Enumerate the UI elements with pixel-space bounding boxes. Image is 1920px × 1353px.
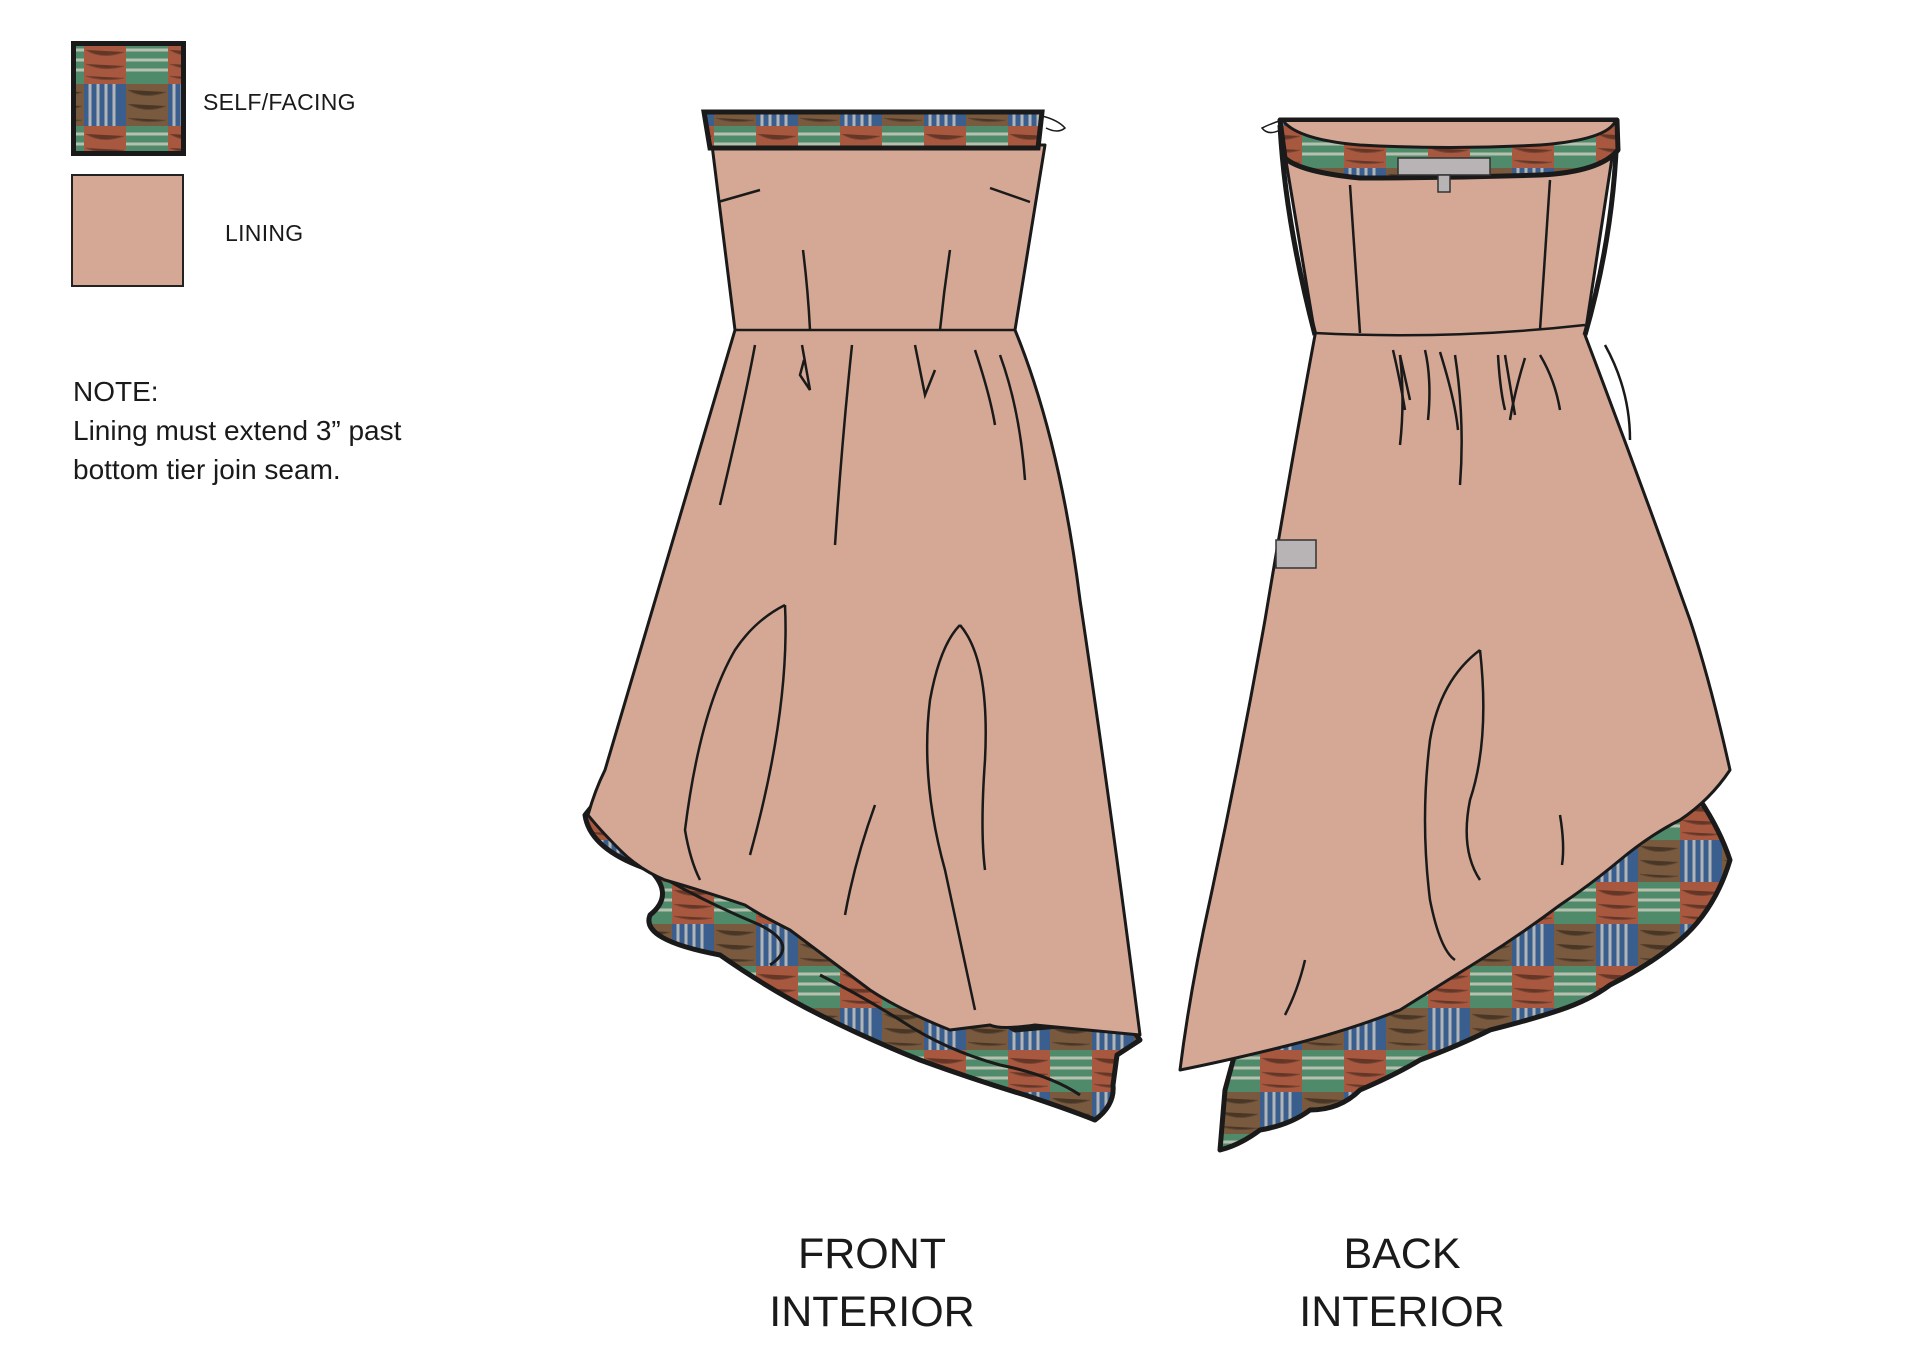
lining-label: LINING bbox=[225, 220, 304, 246]
side-seam-label bbox=[1275, 539, 1317, 569]
front-lining-body bbox=[586, 143, 1142, 1037]
front-label-line-1: FRONT bbox=[797, 1230, 947, 1278]
note-heading: NOTE: bbox=[73, 376, 159, 407]
self-facing-swatch bbox=[76, 46, 181, 151]
back-lining-body bbox=[1178, 123, 1732, 1072]
note-line-1: Lining must extend 3” past bbox=[73, 415, 402, 446]
note-block: NOTE: Lining must extend 3” past bottom … bbox=[73, 372, 401, 489]
front-label-line-2: INTERIOR bbox=[769, 1288, 975, 1336]
lining-swatch bbox=[71, 174, 184, 287]
back-interior-dress bbox=[1178, 117, 1733, 1153]
front-interior-label: FRONT INTERIOR bbox=[722, 1225, 1022, 1341]
back-label-line-1: BACK bbox=[1343, 1230, 1461, 1278]
back-interior-label: BACK INTERIOR bbox=[1252, 1225, 1552, 1341]
front-waistband bbox=[701, 109, 1045, 151]
back-ruffle bbox=[1217, 797, 1733, 1153]
care-label-top bbox=[1397, 157, 1491, 176]
front-interior-dress bbox=[582, 109, 1143, 1123]
self-facing-label: SELF/FACING bbox=[203, 89, 356, 115]
back-label-line-2: INTERIOR bbox=[1299, 1288, 1505, 1336]
note-line-2: bottom tier join seam. bbox=[73, 454, 341, 485]
